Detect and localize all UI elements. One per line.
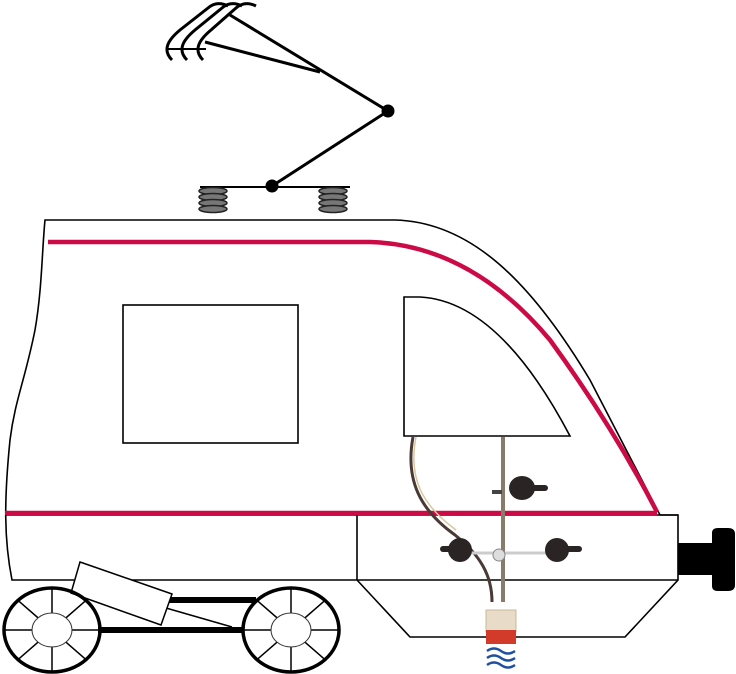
pantograph-brace <box>204 40 321 74</box>
pantograph-horn <box>165 2 229 62</box>
pantograph-upper-arm <box>229 13 389 113</box>
cab-window <box>403 296 572 437</box>
insulator-spring-right <box>318 186 348 214</box>
sensor-cable <box>409 436 494 603</box>
pantograph-horn <box>180 2 243 62</box>
pantograph-knee-joint <box>381 104 395 118</box>
sensor-rig <box>409 436 582 644</box>
sensor-base <box>486 630 516 644</box>
pantograph <box>165 2 395 193</box>
wheel-rim <box>241 586 341 674</box>
insulator-spring-left <box>198 186 228 214</box>
wheel-hub <box>31 612 73 648</box>
suction-cup <box>440 538 472 562</box>
upper-stripe <box>48 239 659 514</box>
suction-cup <box>545 538 582 562</box>
side-window <box>122 304 299 444</box>
coupler <box>678 528 735 591</box>
sensor-body <box>485 609 517 633</box>
sensor-cable-highlight <box>413 436 457 531</box>
body-outline <box>4 219 679 638</box>
wheel-hub <box>270 612 312 648</box>
water-waves-icon <box>486 647 516 669</box>
wheel <box>2 586 102 674</box>
pantograph-base-joint <box>265 179 279 193</box>
suction-cup <box>492 476 548 500</box>
pantograph-lower-arm <box>271 109 389 188</box>
bogie <box>70 561 256 633</box>
bogie-link <box>165 607 233 628</box>
mount-hub <box>492 548 506 562</box>
pantograph-horn <box>196 2 257 62</box>
traction-motor-box <box>70 561 173 626</box>
wheel <box>241 586 341 674</box>
wheel-rim <box>2 586 102 674</box>
livery-stripes <box>5 239 659 516</box>
